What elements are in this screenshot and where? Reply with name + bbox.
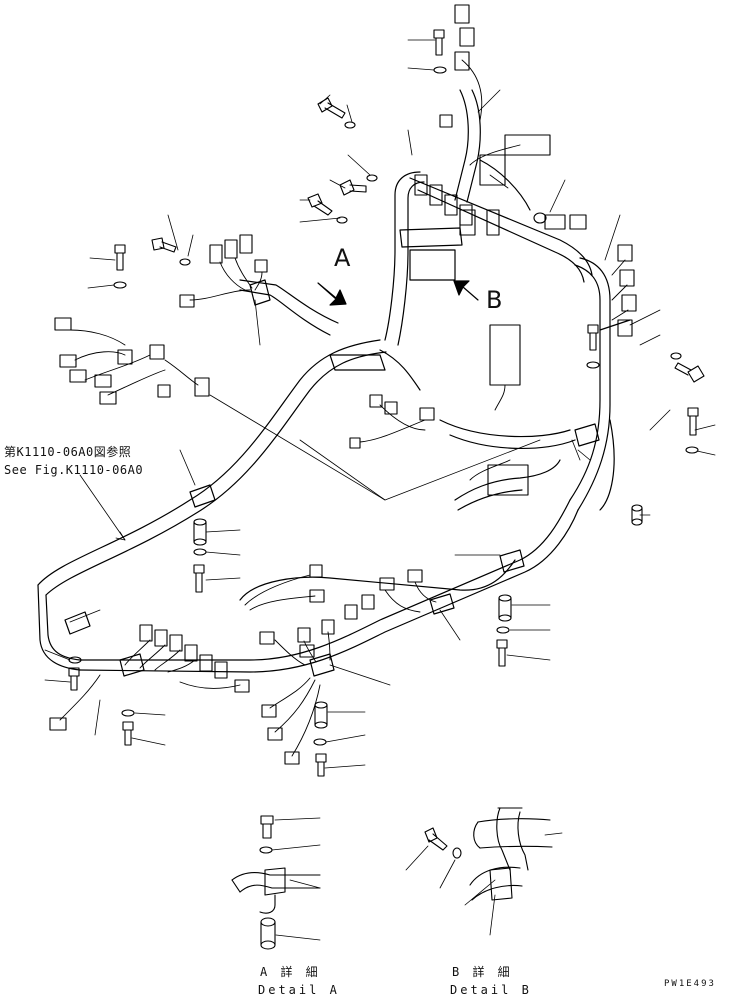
view-arrow-a [317,282,347,306]
bolt [433,29,445,56]
detail-a-sketch [231,867,321,914]
bolt [307,193,333,216]
bolt [424,827,448,851]
detail-a-title-jp: A 詳 細 [260,965,321,979]
fasteners [68,29,705,950]
callout-label-a: A [334,244,351,272]
bolt [339,179,367,196]
branch-wires [59,59,629,757]
view-arrow-b [453,280,479,301]
detail-a-title-en: Detail A [258,983,340,997]
figure-reference-en: See Fig.K1110-06A0 [4,463,144,477]
bolt [496,639,508,667]
callout-label-b: B [486,286,503,314]
bolt [68,667,80,691]
bolt [122,721,134,746]
figure-reference-jp: 第K1110-06A0図参照 [4,445,132,459]
harness-main-conduit [37,89,631,673]
leader-lines [44,39,716,941]
bolt [315,753,327,777]
bolt [587,324,599,351]
bolt [151,237,177,253]
bolt [674,362,705,383]
bolt [687,407,699,436]
bolt [193,564,205,593]
bolt [317,97,346,119]
connectors [49,4,637,765]
bolt [260,815,274,839]
drawing-code: PW1E493 [664,979,716,989]
detail-b-title-jp: B 詳 細 [452,965,513,979]
harness-clamps [64,227,600,677]
bolt [114,244,126,271]
detail-b-title-en: Detail B [450,983,532,997]
detail-b-sketch [469,807,553,901]
reference-lines [79,394,541,541]
